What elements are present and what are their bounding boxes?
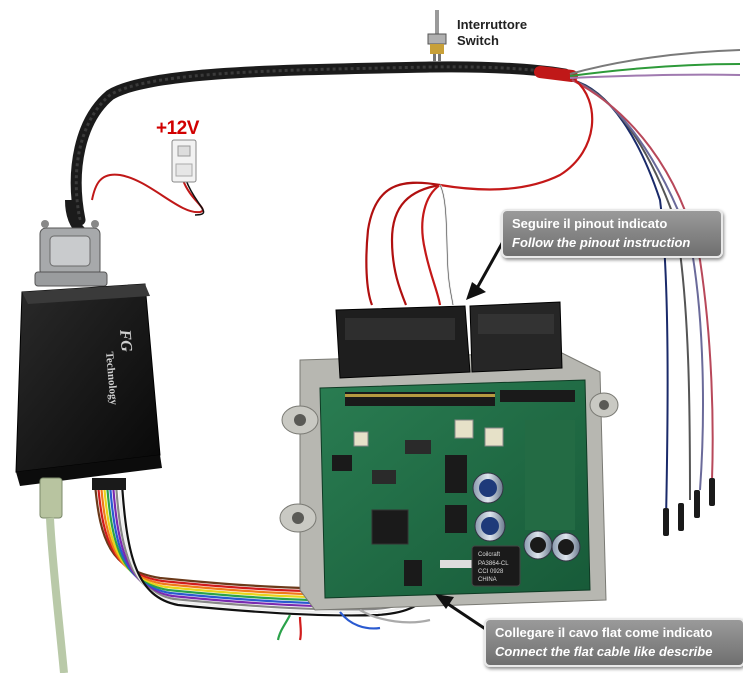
toggle-switch [427,10,447,62]
flat-cable-callout-italian: Collegare il cavo flat come indicato [495,625,713,640]
pinout-arrow [466,237,507,300]
chip-marking-line3: CCI 0928 [478,569,504,575]
ecu-connector-wires [365,79,594,306]
switch-label-italian: Interruttore [457,17,528,32]
ecu-connector [335,301,563,379]
chip-marking-line1: Coilcraft [478,552,500,558]
power-12v-plug [91,139,205,216]
pinout-callout-italian: Seguire il pinout indicato [512,216,668,231]
flat-cable-callout-english: Connect the flat cable like describe [495,644,713,659]
brand-logo: FG [116,328,135,353]
db9-connector [34,199,108,287]
pinout-callout-english: Follow the pinout instruction [512,235,691,250]
ecu-inductor-chip [471,545,521,587]
chip-marking-line2: PA3864-CL [478,561,509,567]
brand-text: Technology [103,351,120,406]
flat-cable-header [92,478,126,490]
usb-cable [39,477,68,673]
pinout-callout: Seguire il pinout indicato Follow the pi… [501,209,723,258]
switch-label: Interruttore Switch [457,17,527,49]
ecu-pcb [319,379,591,599]
flat-cable-arrow [435,594,488,632]
chip-marking-line4: CHINA [478,577,497,583]
wire-pin-terminals [663,478,715,536]
ecu-capacitors [472,472,581,562]
power-label: +12V [156,118,199,139]
flat-cable-callout: Collegare il cavo flat come indicato Con… [484,618,743,667]
switch-label-english: Switch [457,33,499,48]
fg-technology-interface [15,283,162,486]
braided-harness [70,61,578,226]
